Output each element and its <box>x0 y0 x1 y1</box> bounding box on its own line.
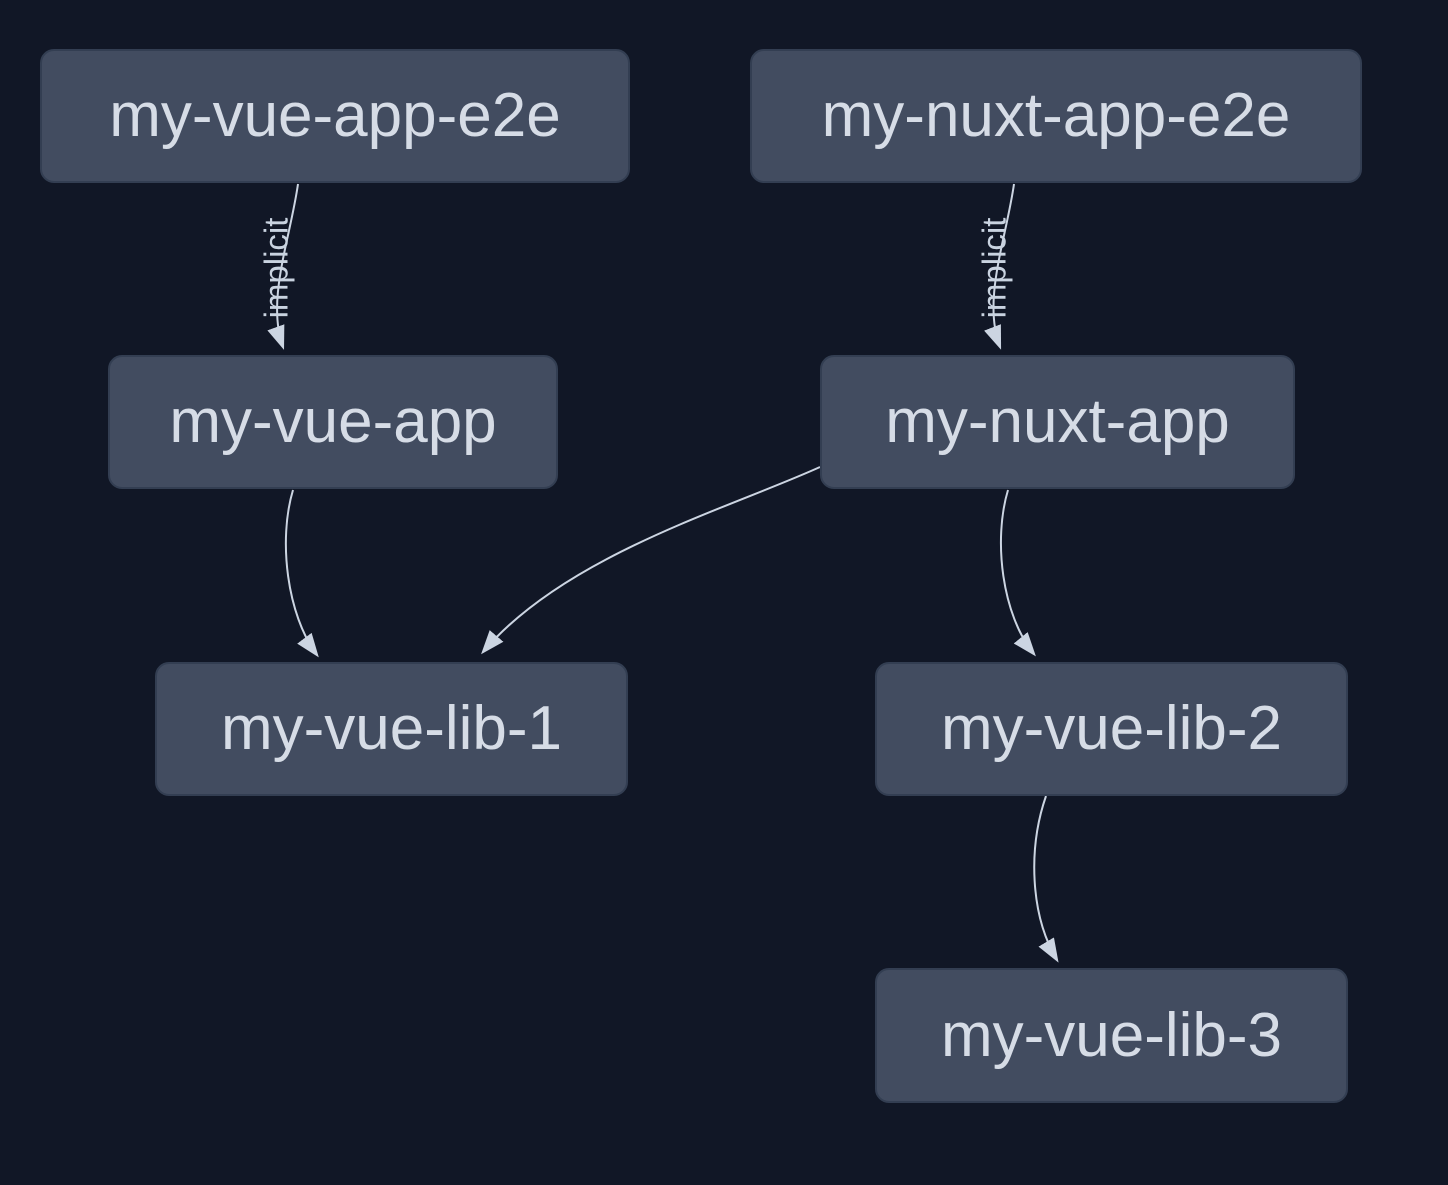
node-my-nuxt-app[interactable]: my-nuxt-app <box>820 355 1295 489</box>
edge-my-vue-lib-2-to-my-vue-lib-3[interactable] <box>1033 795 1059 963</box>
node-my-vue-lib-1[interactable]: my-vue-lib-1 <box>155 662 628 796</box>
edge-my-vue-app-e2e-to-my-vue-app[interactable] <box>267 183 299 350</box>
node-label: my-nuxt-app <box>885 387 1230 456</box>
edge-my-nuxt-app-to-my-vue-lib-1[interactable] <box>481 466 821 655</box>
node-my-vue-lib-3[interactable]: my-vue-lib-3 <box>875 968 1348 1103</box>
node-my-vue-app[interactable]: my-vue-app <box>108 355 558 489</box>
node-my-vue-app-e2e[interactable]: my-vue-app-e2e <box>40 49 630 183</box>
node-label: my-vue-lib-1 <box>220 694 563 763</box>
edge-label-implicit: implicit <box>976 218 1013 319</box>
node-label: my-vue-app <box>169 387 497 456</box>
edge-my-nuxt-app-e2e-to-my-nuxt-app[interactable] <box>984 183 1015 350</box>
node-my-vue-lib-2[interactable]: my-vue-lib-2 <box>875 662 1348 796</box>
node-label: my-nuxt-app-e2e <box>821 81 1291 150</box>
node-label: my-vue-lib-2 <box>940 694 1283 763</box>
edge-my-nuxt-app-to-my-vue-lib-2[interactable] <box>999 489 1036 657</box>
edge-label-implicit: implicit <box>258 218 295 319</box>
edge-my-vue-app-to-my-vue-lib-1[interactable] <box>284 489 319 658</box>
node-my-nuxt-app-e2e[interactable]: my-nuxt-app-e2e <box>750 49 1362 183</box>
node-label: my-vue-lib-3 <box>940 1000 1283 1070</box>
node-label: my-vue-app-e2e <box>109 81 561 150</box>
